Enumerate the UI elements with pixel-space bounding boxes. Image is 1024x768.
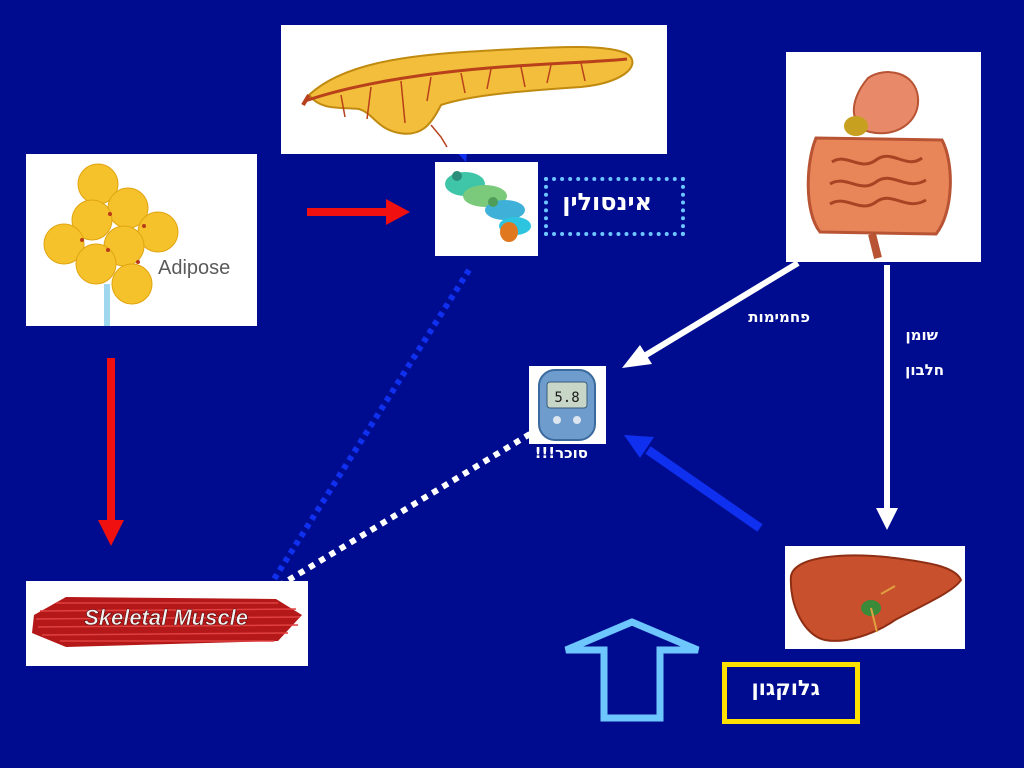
adipose-image: Adipose [26, 154, 257, 326]
arrow-adipose-to-insulin [307, 199, 410, 225]
glucagon-label: גלוקגון [751, 676, 820, 700]
arrow-liver-to-sugar [624, 435, 763, 532]
carbs-label: פחמימות [748, 308, 810, 326]
arrow-insulin-to-muscle [256, 268, 472, 605]
arrow-sugar-to-muscle [280, 431, 532, 587]
glucagon-label-box [722, 662, 860, 724]
glucose-meter-image: 5.8 [529, 366, 606, 444]
adipose-illustration: Adipose [43, 163, 230, 326]
arrow-adipose-to-muscle [98, 358, 124, 546]
meter-reading: 5.8 [554, 390, 579, 406]
protein-label: חלבון [905, 361, 944, 379]
sugar-label: סוכר!!! [534, 444, 588, 462]
insulin-label: אינסולין [562, 188, 652, 216]
liver-image [785, 546, 965, 649]
arrow-intestine-to-liver [876, 265, 898, 530]
fat-label: שומן [905, 326, 938, 344]
glucose-meter-illustration: 5.8 [538, 369, 596, 441]
glucagon-up-arrow [564, 618, 700, 722]
muscle-label: Skeletal Muscle [84, 605, 248, 630]
skeletal-muscle-image: Skeletal Muscle [26, 581, 308, 666]
pancreas-image [281, 25, 667, 154]
liver-illustration [789, 554, 963, 642]
muscle-illustration: Skeletal Muscle [32, 597, 302, 647]
digestive-illustration [806, 71, 952, 259]
insulin-label-box [544, 177, 685, 236]
insulin-molecule-image [435, 162, 538, 256]
arrow-intestine-to-sugar [622, 260, 800, 368]
insulin-molecule-illustration [445, 171, 531, 242]
adipose-label: Adipose [158, 257, 230, 279]
pancreas-illustration [301, 46, 634, 148]
digestive-system-image [786, 52, 981, 262]
